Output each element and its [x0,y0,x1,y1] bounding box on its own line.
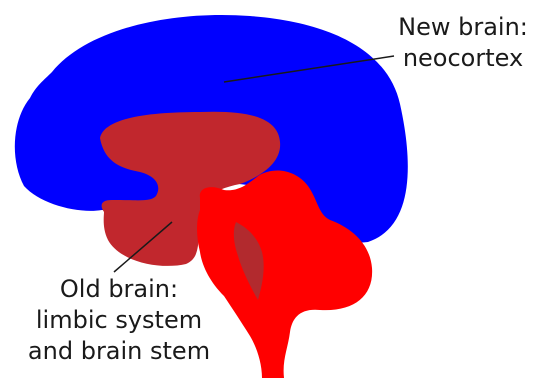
old-brain-label-line2: limbic system [0,305,238,336]
neocortex-label-line1: New brain: [388,12,538,43]
neocortex-label-line2: neocortex [388,43,538,74]
old-brain-label: Old brain: limbic system and brain stem [0,274,238,367]
neocortex-label: New brain: neocortex [388,12,538,74]
old-brain-label-line1: Old brain: [0,274,238,305]
old-brain-label-line3: and brain stem [0,336,238,367]
